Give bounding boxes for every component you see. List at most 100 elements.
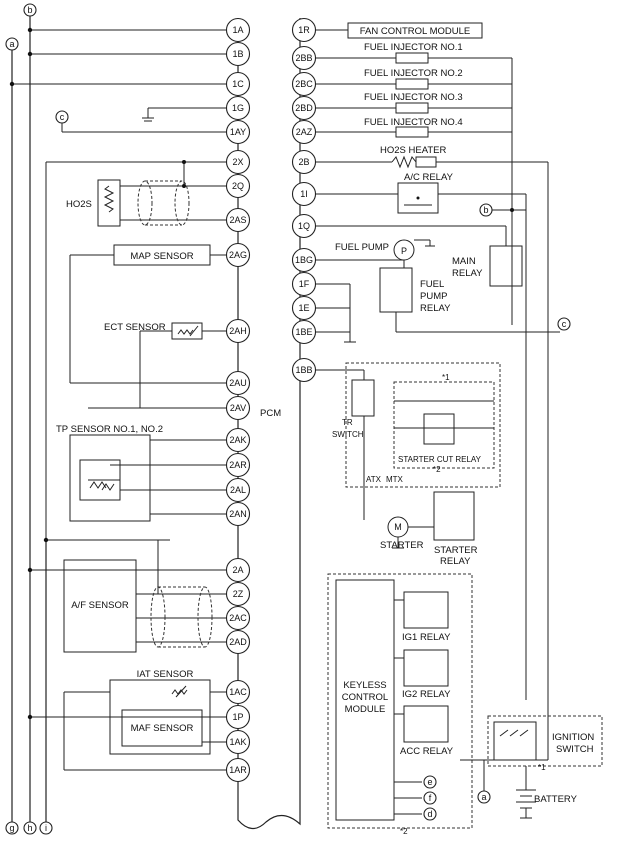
svg-text:2AV: 2AV	[230, 403, 246, 413]
pcm-pin-2X: 2X	[225, 149, 251, 175]
injector3-label: FUEL INJECTOR NO.3	[364, 92, 463, 103]
fuel-pump-label: FUEL PUMP	[335, 242, 389, 253]
pcm-pin-2BD: 2BD	[291, 95, 317, 121]
pcm-pin-2A: 2A	[225, 557, 251, 583]
rail-terminal-b-right: b	[479, 194, 527, 700]
pcm-pin-1G: 1G	[225, 95, 251, 121]
svg-text:2AS: 2AS	[229, 215, 246, 225]
injector4-label: FUEL INJECTOR NO.4	[364, 117, 463, 128]
starter-cut-relay-label: STARTER CUT RELAY	[398, 455, 482, 464]
map-sensor-label: MAP SENSOR	[130, 251, 193, 262]
fuel-pump-relay	[379, 260, 560, 333]
pcm-pin-2AV: 2AV	[225, 395, 251, 421]
pcm-pin-1AK: 1AK	[225, 729, 251, 755]
pcm-pin-1BG: 1BG	[291, 247, 317, 273]
rail-terminal-e: e	[423, 775, 437, 789]
svg-text:1B: 1B	[232, 49, 243, 59]
svg-text:2AK: 2AK	[229, 435, 246, 445]
ignition-switch-label-1: IGNITION	[552, 732, 594, 743]
pcm-pin-1BB: 1BB	[291, 357, 317, 383]
keyless-label-1: KEYLESS	[343, 680, 386, 691]
rail-terminal-c-right: c	[557, 317, 571, 331]
map-sensor	[69, 244, 226, 384]
note2-label: *2	[433, 465, 441, 474]
fuel-pump-relay-label-3: RELAY	[420, 303, 451, 314]
svg-text:e: e	[427, 777, 432, 787]
svg-text:2B: 2B	[298, 157, 309, 167]
keyless-label-3: MODULE	[345, 704, 386, 715]
atx-mtx-box	[312, 362, 501, 520]
svg-text:2AC: 2AC	[229, 613, 247, 623]
svg-text:2BC: 2BC	[295, 79, 313, 89]
svg-text:1C: 1C	[232, 79, 244, 89]
ect-sensor	[88, 322, 226, 409]
pcm-pin-1AR: 1AR	[225, 757, 251, 783]
iat-sensor-label: IAT SENSOR	[137, 669, 194, 680]
ig2-relay-label: IG2 RELAY	[402, 689, 451, 700]
acc-relay-label: ACC RELAY	[400, 746, 454, 757]
svg-text:2BB: 2BB	[295, 53, 312, 63]
pcm-pin-2AH: 2AH	[225, 318, 251, 344]
pcm-pin-2AR: 2AR	[225, 452, 251, 478]
svg-text:1Q: 1Q	[298, 221, 310, 231]
af-sensor	[27, 537, 226, 653]
pcm-pin-2AD: 2AD	[225, 629, 251, 655]
af-sensor-label: A/F SENSOR	[71, 600, 129, 611]
left-pin-layer: 1A1B1C1G1AY2X2Q2AS2AG2AH2AU2AV2AK2AR2AL2…	[225, 17, 251, 783]
ac-relay-label: A/C RELAY	[404, 172, 454, 183]
svg-text:2AZ: 2AZ	[296, 127, 313, 137]
tr-switch-label-2: SWITCH	[332, 430, 364, 439]
injector2-label: FUEL INJECTOR NO.2	[364, 68, 463, 79]
svg-text:1AK: 1AK	[229, 737, 246, 747]
pcm-pin-1C: 1C	[225, 71, 251, 97]
ect-sensor-label: ECT SENSOR	[104, 322, 166, 333]
svg-text:1R: 1R	[298, 25, 310, 35]
pcm-pin-1I: 1I	[291, 181, 317, 207]
svg-text:2AL: 2AL	[230, 485, 246, 495]
pcm-pin-2AN: 2AN	[225, 501, 251, 527]
svg-text:2BD: 2BD	[295, 103, 313, 113]
svg-text:a: a	[481, 792, 486, 802]
mtx-label: MTX	[386, 475, 404, 484]
note2-keyless-label: *2	[400, 827, 408, 836]
pcm-pin-2AS: 2AS	[225, 207, 251, 233]
pcm-connector-body	[237, 18, 301, 830]
pcm-pin-2AZ: 2AZ	[291, 119, 317, 145]
svg-text:1P: 1P	[232, 712, 243, 722]
svg-text:2AR: 2AR	[229, 460, 247, 470]
pcm-pin-2AK: 2AK	[225, 427, 251, 453]
starter-relay	[408, 491, 475, 541]
ground-pins	[312, 283, 356, 343]
svg-text:2Z: 2Z	[233, 589, 244, 599]
pcm-pin-2BB: 2BB	[291, 45, 317, 71]
svg-text:2AD: 2AD	[229, 637, 247, 647]
rail-terminal-b-top: b	[23, 3, 37, 17]
note1-ignition-label: *1	[538, 763, 546, 772]
battery-symbol	[516, 766, 536, 819]
rail-terminal-f: f	[423, 791, 437, 805]
svg-text:1AC: 1AC	[229, 687, 247, 697]
svg-text:1BB: 1BB	[295, 365, 312, 375]
svg-text:2A: 2A	[232, 565, 243, 575]
svg-text:M: M	[394, 522, 402, 532]
svg-text:c: c	[562, 319, 567, 329]
note1-label: *1	[442, 373, 450, 382]
svg-text:1BE: 1BE	[295, 327, 312, 337]
rail-terminal-a-top: a	[5, 37, 19, 51]
rail-terminal-d: d	[423, 807, 437, 821]
rail-terminal-c-left: c	[55, 110, 69, 124]
ig1-relay-label: IG1 RELAY	[402, 632, 451, 643]
svg-text:1G: 1G	[232, 103, 244, 113]
pcm-pin-2AU: 2AU	[225, 370, 251, 396]
pcm-pin-2BC: 2BC	[291, 71, 317, 97]
pcm-pin-1E: 1E	[291, 295, 317, 321]
pcm-pin-1B: 1B	[225, 41, 251, 67]
svg-text:b: b	[483, 205, 488, 215]
main-relay-label-2: RELAY	[452, 268, 483, 279]
ho2s-heater-label: HO2S HEATER	[380, 145, 446, 156]
svg-text:i: i	[45, 823, 47, 833]
left-rails	[11, 14, 47, 822]
main-relay-label-1: MAIN	[452, 256, 476, 267]
